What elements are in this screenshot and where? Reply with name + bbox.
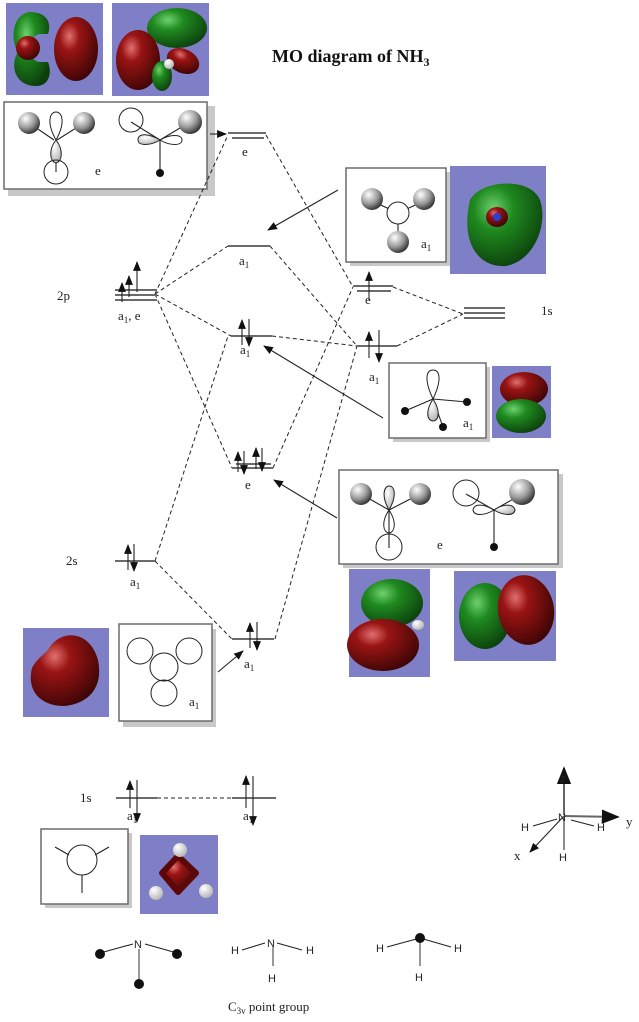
arrow-to-a1-nonbonding [263,345,384,419]
axis-h3: H [559,852,567,864]
structure-h3-dot: H H H [376,933,462,984]
structure-3-h2: H [454,943,462,955]
arrow-to-e-bonding [273,479,338,519]
render-e-bonding-2 [454,571,556,661]
mo-a1-antibonding-label: a1 [239,253,249,270]
mo-a1-antibonding: a1 [228,245,270,270]
axis-y-label: y [626,814,633,829]
structure-2-h3: H [268,973,276,985]
level-n-1s: 1s a1 [80,780,157,825]
salc-e-bonding-label: e [437,537,443,552]
salc-box-e-top: e [3,101,215,196]
point-group-caption: C3v point group [228,999,309,1016]
correlation-lines [154,134,464,799]
salc-a1-bonding-label: a1 [189,694,199,711]
label-1s-n: 1s [80,790,92,805]
mo-e-bonding-label: e [245,477,251,492]
structure-2-n: N [267,938,275,950]
salc-a1-top-label: a1 [421,236,431,253]
salc-box-e-bonding: e [338,469,563,568]
coordinate-axes: z y x N H H H [514,766,633,864]
structure-2-h1: H [231,945,239,957]
level-n-2s: 2s a1 [66,544,155,591]
render-a1-bonding [23,628,109,717]
arrow-to-a1-bonding [217,650,244,673]
label-2p: 2p [57,288,70,303]
render-a1-antibonding [450,166,546,274]
axis-x-label: x [514,848,521,863]
mo-a1-bonding-label: a1 [244,656,254,673]
mo-a1-bonding: a1 [232,622,274,673]
salc-box-a1-nonbonding: a1 [388,362,490,442]
render-e-orbital-2 [112,3,209,96]
arrow-to-a1-antibonding [267,189,339,231]
label-2s: 2s [66,553,78,568]
render-a1-nonbonding [492,366,551,438]
axis-h1: H [521,822,529,834]
axis-h2: H [597,822,605,834]
label-2p-sym: a1, e [118,308,141,325]
label-h-1s: 1s [541,303,553,318]
salc-a1-level-label: a1 [369,369,379,386]
structure-3-h3: H [415,972,423,984]
mo-a1-core: a1 [232,775,276,826]
axis-n-atom: N [558,812,566,824]
salc-e-level-label: e [365,292,371,307]
render-a1-core [140,835,218,914]
mo-e-bonding: e [232,447,273,492]
mo-a1-core-label: a1 [243,808,253,825]
level-n-2p: 2p a1, e [57,261,157,325]
salc-box-a1-bonding: a1 [118,623,216,727]
label-2s-sym: a1 [130,574,140,591]
render-e-orbital-1 [6,3,103,95]
structure-nh3: N H H H [231,938,314,985]
diagram-title: MO diagram of NH3 [272,46,429,69]
render-e-bonding-1 [347,569,430,677]
structure-1-n: N [134,939,142,951]
salc-e-top-label: e [95,163,101,178]
salc-box-a1-top: a1 [345,167,450,266]
axis-z-label: z [560,770,566,785]
label-1s-n-sym: a1 [127,808,137,825]
salc-box-a1-core [40,828,132,908]
mo-a1-nonbonding: a1 [231,319,272,359]
salc-a1-nonbonding-label: a1 [463,415,473,432]
structure-2-h2: H [306,945,314,957]
mo-e-antibonding-label: e [242,144,248,159]
level-h-1s: 1s [464,303,553,319]
salc-e-level: e [353,271,393,307]
structure-dots: N [95,939,182,989]
mo-e-antibonding: e [210,130,266,159]
mo-a1-nonbonding-label: a1 [240,342,250,359]
structure-3-h1: H [376,943,384,955]
salc-a1-level: a1 [357,330,397,386]
